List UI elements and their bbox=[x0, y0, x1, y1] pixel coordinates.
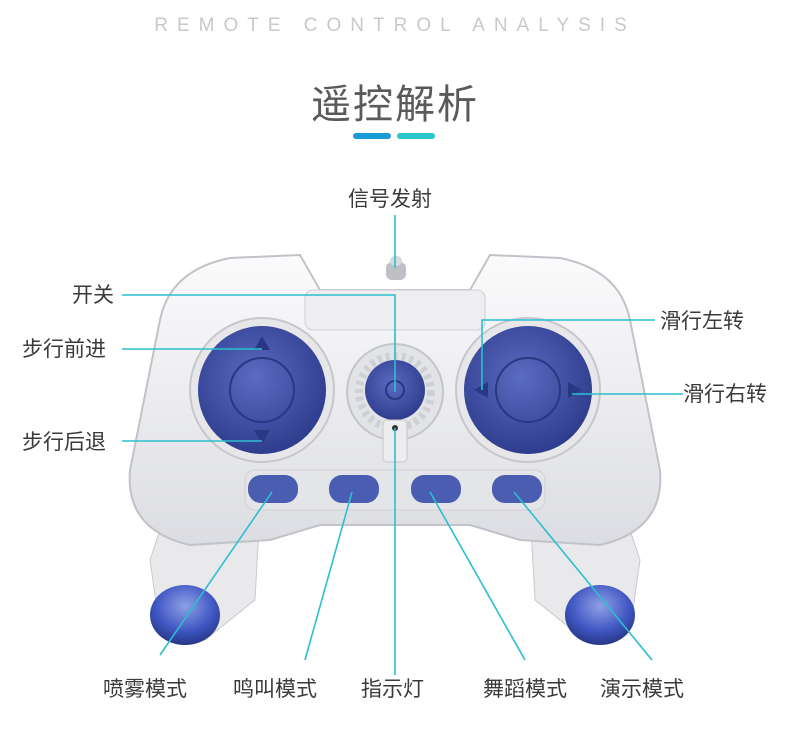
page-title: 遥控解析 bbox=[311, 82, 479, 128]
header-eyebrow: REMOTE CONTROL ANALYSIS bbox=[154, 15, 636, 36]
mode-buttons bbox=[248, 475, 542, 503]
callout-demo-mode: 演示模式 bbox=[600, 677, 684, 701]
callout-spray-mode: 喷雾模式 bbox=[103, 677, 187, 701]
callout-power: 开关 bbox=[72, 283, 114, 307]
title-accent-bar-left bbox=[353, 133, 391, 139]
callout-slide-left: 滑行左转 bbox=[660, 309, 744, 333]
callout-dance-mode: 舞蹈模式 bbox=[483, 677, 567, 701]
callout-slide-right: 滑行右转 bbox=[683, 382, 767, 406]
callout-howl-mode: 鸣叫模式 bbox=[233, 677, 317, 701]
left-joystick bbox=[189, 317, 335, 463]
callout-leader-lines bbox=[122, 215, 683, 675]
callout-signal: 信号发射 bbox=[348, 187, 432, 211]
callout-walk-forward: 步行前进 bbox=[22, 337, 106, 361]
callout-indicator: 指示灯 bbox=[361, 677, 424, 701]
title-accent-bar-right bbox=[397, 133, 435, 139]
right-joystick bbox=[455, 317, 601, 463]
callout-walk-backward: 步行后退 bbox=[22, 430, 106, 454]
antenna bbox=[386, 256, 406, 280]
